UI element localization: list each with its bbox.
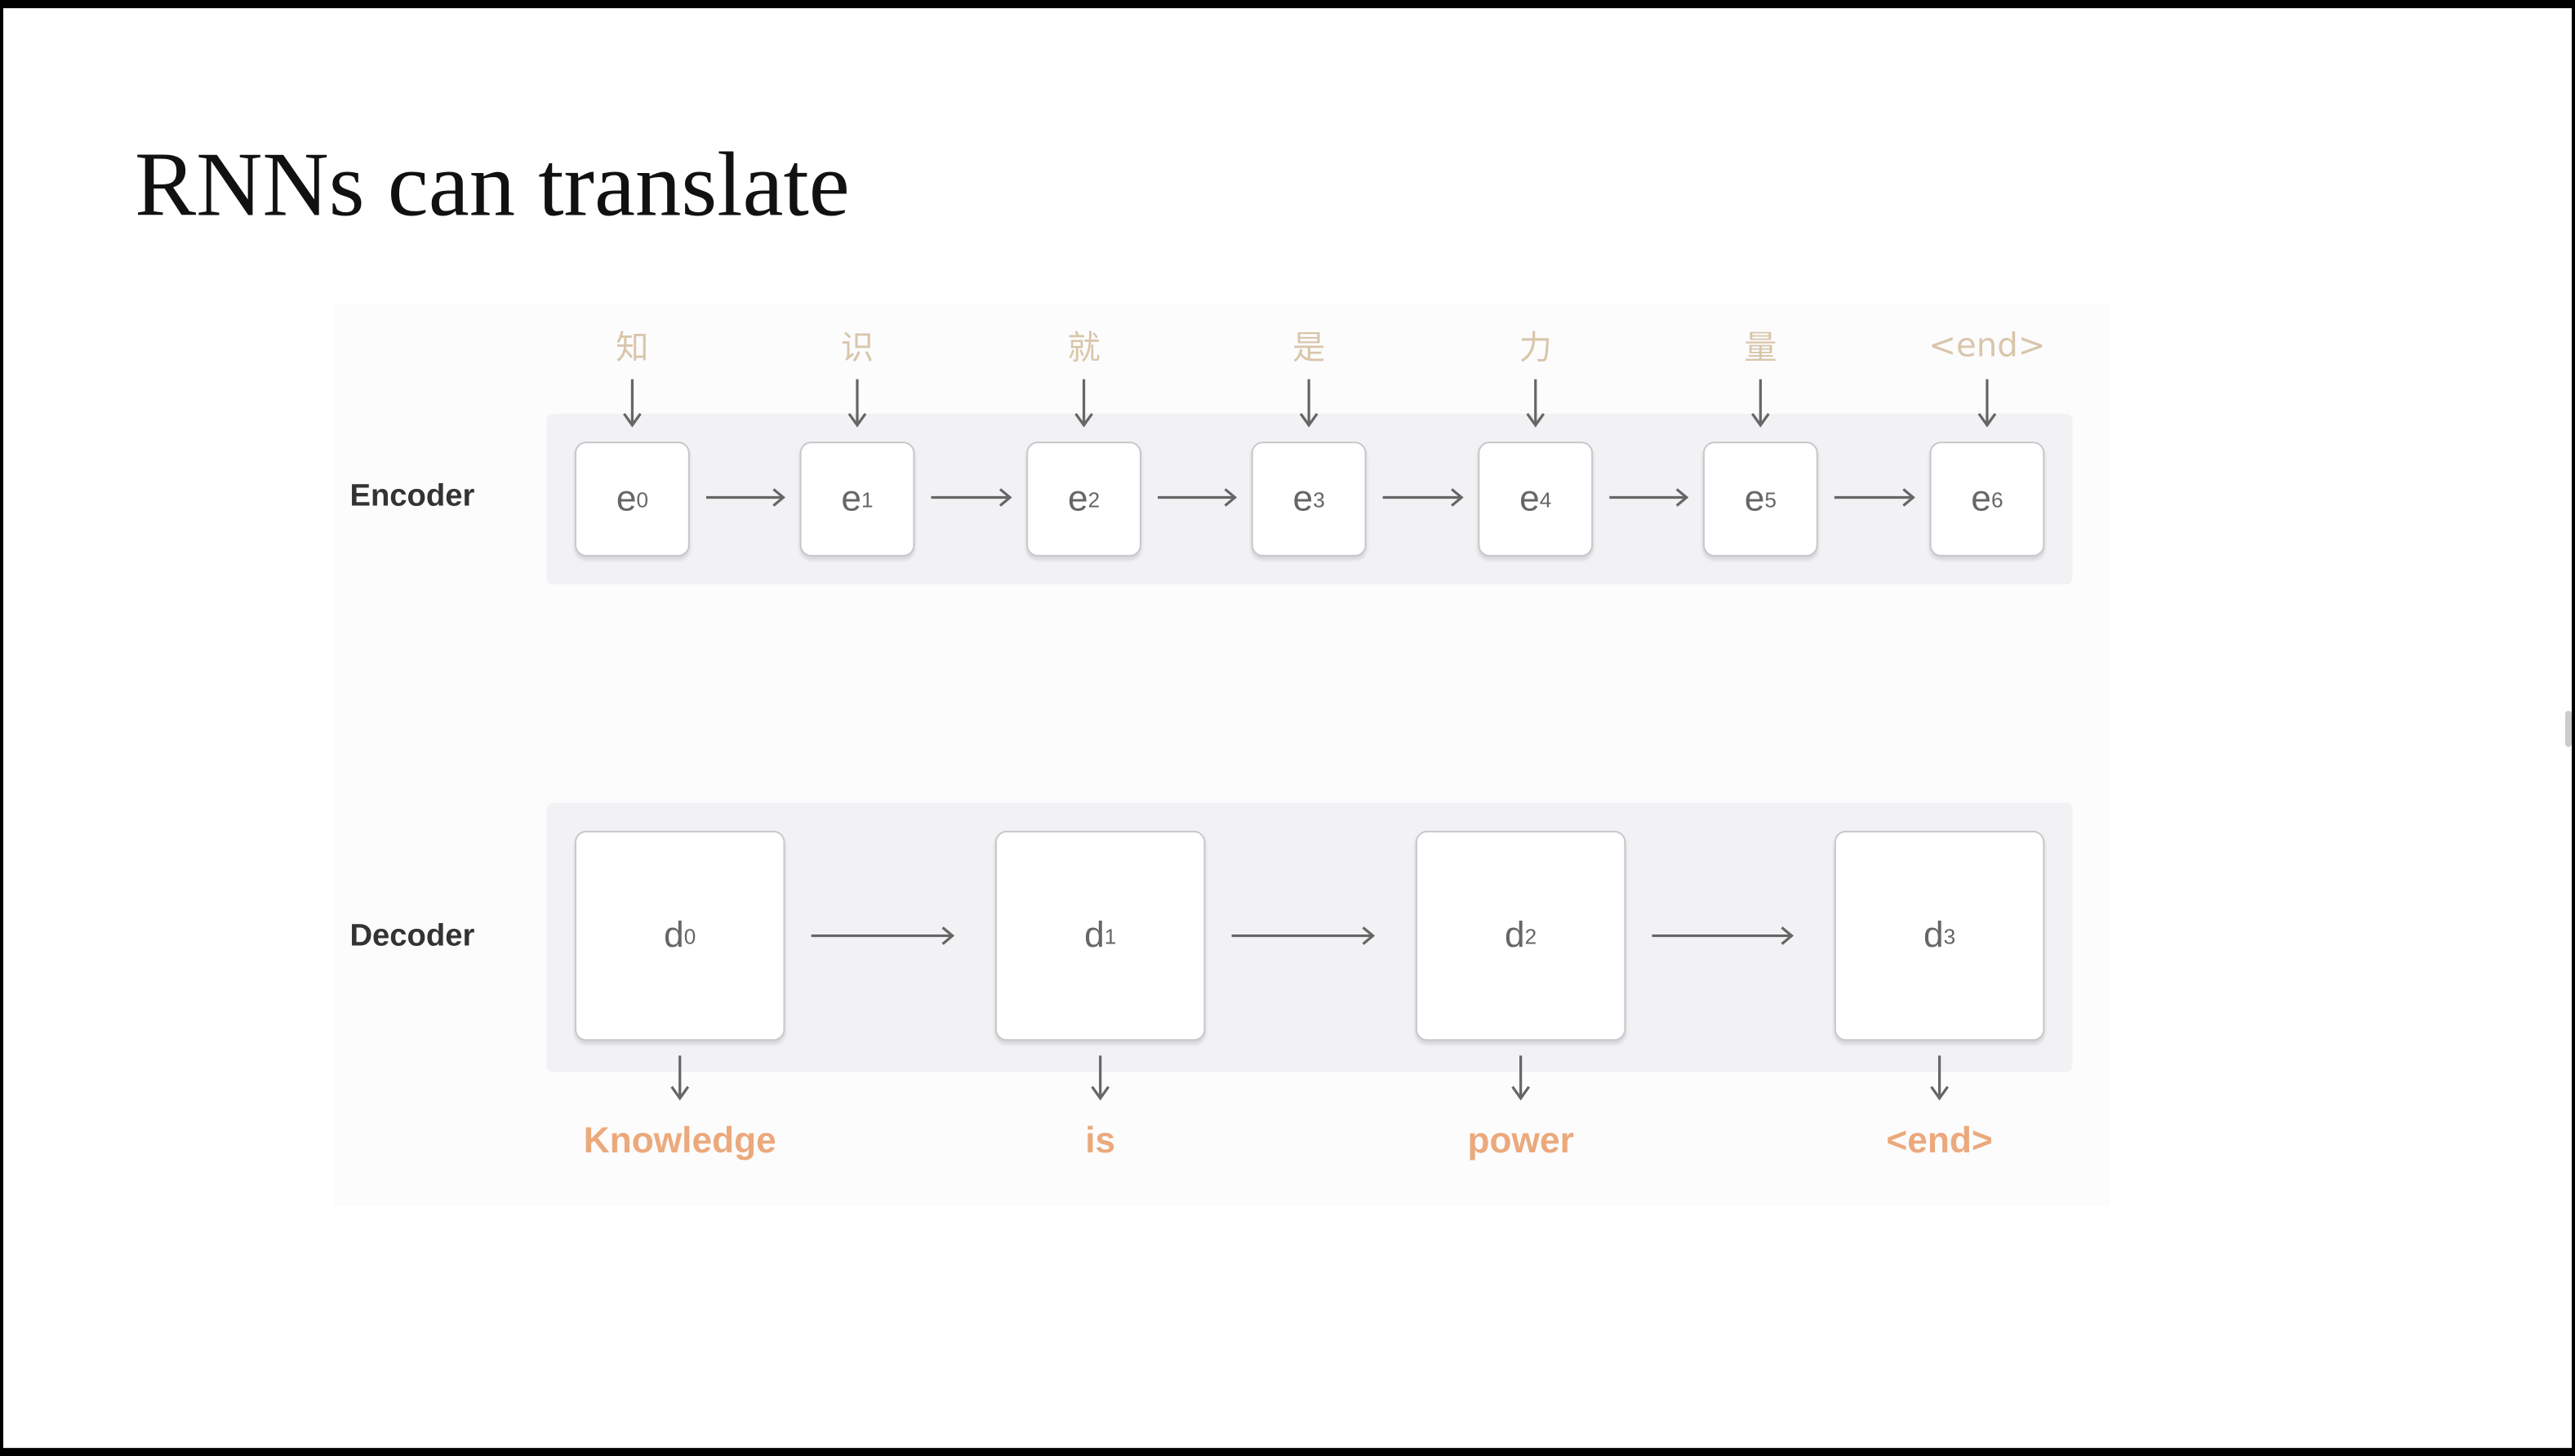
right-arrow-icon [1231,926,1376,945]
cell-name: e [1519,477,1540,519]
down-arrow-icon [1511,1055,1531,1101]
encoder-input-token: 知 [616,327,649,367]
cell-index: 3 [1313,486,1325,512]
encoder-label: Encoder [349,479,475,514]
right-arrow-icon [1609,488,1689,507]
encoder-input-token: 力 [1519,327,1552,367]
down-arrow-icon [1930,1055,1949,1101]
cell-name: d [664,914,684,956]
right-arrow-icon [931,488,1012,507]
scrollbar-handle[interactable] [2564,710,2573,748]
down-arrow-icon [1977,379,1997,428]
cell-index: 2 [1524,923,1537,948]
encoder-input-token: 量 [1744,327,1777,367]
cell-index: 0 [683,923,696,948]
encoder-input-token: <end> [1928,325,2046,365]
down-arrow-icon [1750,379,1770,428]
down-arrow-icon [623,379,642,428]
down-arrow-icon [847,379,867,428]
decoder-output-token: <end> [1886,1119,1993,1161]
right-arrow-icon [811,926,955,945]
decoder-output-token: power [1467,1119,1574,1161]
cell-name: e [1744,477,1765,519]
cell-index: 4 [1539,486,1552,512]
cell-name: e [1971,477,1991,519]
slide-title: RNNs can translate [134,134,850,237]
down-arrow-icon [1074,379,1093,428]
right-arrow-icon [1652,926,1794,945]
down-arrow-icon [1091,1055,1110,1101]
down-arrow-icon [1526,379,1545,428]
cell-name: e [616,477,637,519]
cell-index: 2 [1087,486,1101,512]
cell-name: e [841,477,862,519]
cell-index: 1 [1104,923,1117,948]
cell-index: 3 [1943,923,1956,948]
cell-name: d [1923,914,1944,956]
cell-index: 6 [1990,486,2004,512]
decoder-output-token: Knowledge [583,1119,776,1161]
cell-index: 5 [1764,486,1777,512]
down-arrow-icon [670,1055,690,1101]
right-arrow-icon [1158,488,1238,507]
down-arrow-icon [1299,379,1319,428]
right-arrow-icon [1834,488,1915,507]
cell-name: d [1084,914,1105,956]
decoder-label: Decoder [349,919,475,954]
cell-name: e [1292,477,1314,519]
cell-name: d [1505,914,1525,956]
encoder-input-token: 识 [840,327,874,367]
encoder-input-token: 就 [1067,327,1101,367]
cell-index: 1 [861,486,874,512]
encoder-input-token: 是 [1292,327,1326,367]
right-arrow-icon [1382,488,1464,507]
cell-index: 0 [636,486,649,512]
cell-name: e [1067,477,1088,519]
decoder-band [546,802,2073,1072]
right-arrow-icon [705,488,785,507]
decoder-output-token: is [1085,1119,1116,1161]
